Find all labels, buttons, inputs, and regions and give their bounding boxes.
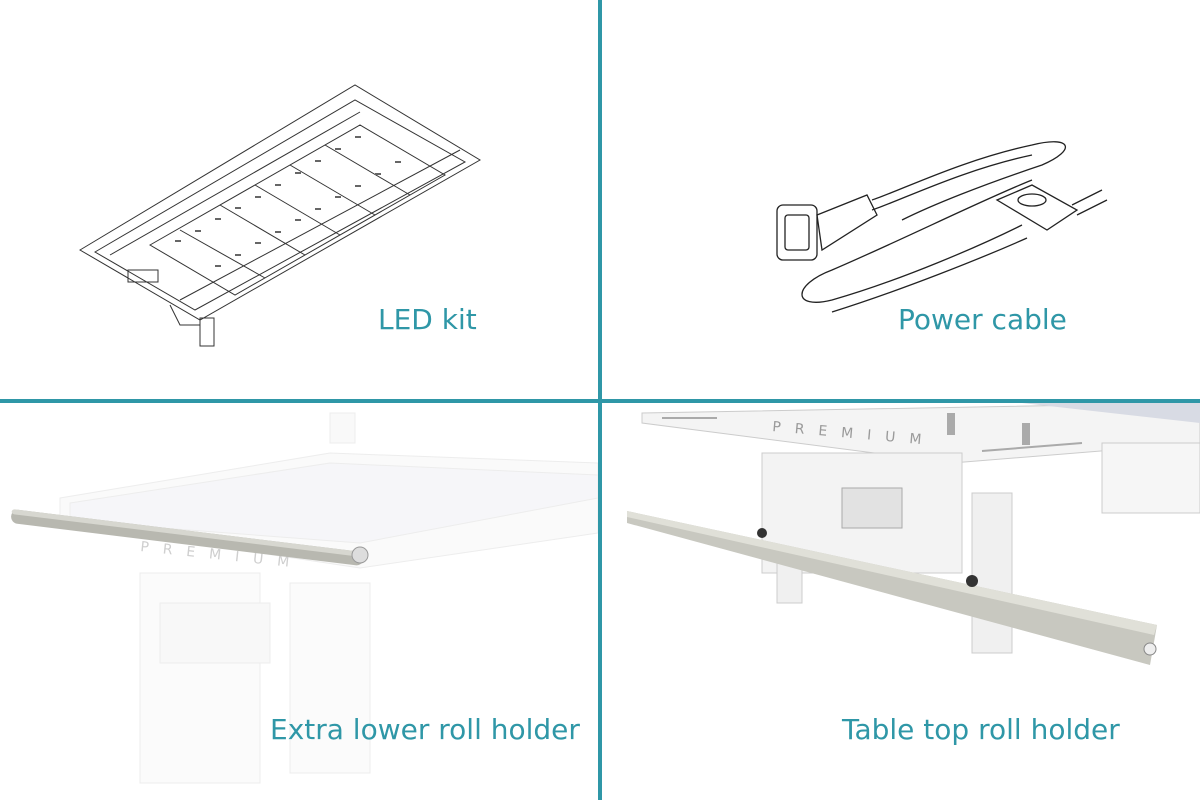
panel-power-cable: Power cable	[602, 0, 1200, 399]
lower-roll-holder-photo: PREMIUM	[11, 412, 598, 784]
panel-table-top-roll-holder: PREMIUM Table top roll holder	[602, 403, 1200, 800]
panel-led-kit: LED kit	[0, 0, 598, 399]
caption-extra-lower-roll-holder: Extra lower roll holder	[270, 713, 580, 746]
led-kit-illustration	[79, 84, 481, 347]
panel-extra-lower-roll-holder: PREMIUM Extra lower roll holder	[0, 403, 598, 800]
caption-power-cable: Power cable	[898, 303, 1067, 336]
table-top-roll-holder-photo: PREMIUM	[627, 403, 1200, 665]
horizontal-divider	[0, 399, 1200, 403]
caption-led-kit: LED kit	[378, 303, 477, 336]
power-cable-illustration	[776, 141, 1108, 313]
caption-table-top-roll-holder: Table top roll holder	[842, 713, 1120, 746]
